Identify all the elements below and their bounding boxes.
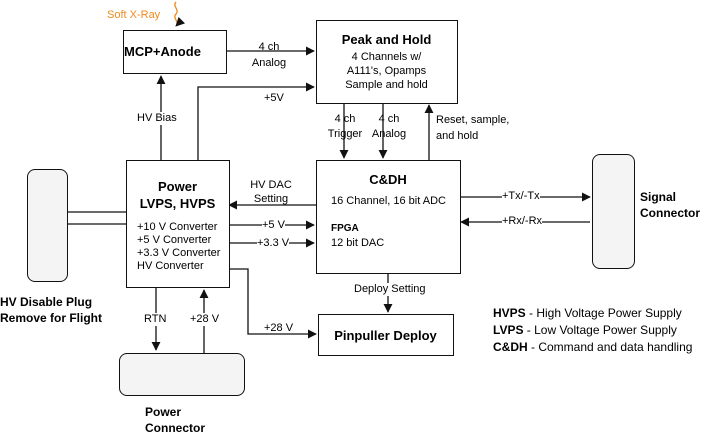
mcp-anode-box: MCP+Anode [123, 30, 227, 74]
legend-lvps-desc: - Low Voltage Power Supply [523, 323, 677, 337]
power-item-3-3v: +3.3 V Converter [137, 247, 221, 259]
peak-line-2: A111's, Opamps [346, 65, 427, 77]
peak-line-1: 4 Channels w/ [351, 51, 422, 63]
legend-cdh-key: C&DH [493, 340, 528, 354]
label-deploy-setting: Deploy Setting [354, 283, 426, 296]
label-analog-1: Analog [251, 57, 287, 69]
power-title-1: Power [157, 179, 197, 194]
label-4ch-analog-1: 4 ch [258, 41, 280, 53]
power-connector-label-2: Connector [145, 421, 205, 434]
power-connector [119, 353, 245, 396]
power-item-hv: HV Converter [137, 260, 204, 272]
label-plus28v-out: +28 V [264, 322, 294, 334]
hv-plug-label-1: HV Disable Plug [0, 295, 93, 309]
legend-hvps-desc: - High Voltage Power Supply [525, 306, 682, 320]
power-box: Power LVPS, HVPS +10 V Converter +5 V Co… [126, 160, 230, 288]
label-reset-2: and hold [436, 130, 479, 142]
signal-connector [592, 154, 635, 269]
signal-connector-label-2: Connector [640, 206, 700, 220]
cdh-box: C&DH 16 Channel, 16 bit ADC FPGA 12 bit … [316, 160, 461, 274]
label-trigger-1: 4 ch [334, 113, 356, 125]
label-plus5v-top: +5V [264, 92, 284, 104]
label-rx: +Rx/-Rx [502, 215, 543, 228]
power-item-5v: +5 V Converter [137, 234, 212, 246]
label-tx: +Tx/-Tx [502, 190, 540, 203]
cdh-fpga: FPGA [331, 223, 359, 234]
power-title-2: LVPS, HVPS [139, 196, 216, 211]
mcp-anode-title: MCP+Anode [124, 44, 201, 59]
label-reset-1: Reset, sample, [436, 114, 510, 126]
label-analog2-2: Analog [371, 128, 407, 140]
peak-line-3: Sample and hold [345, 79, 428, 91]
legend-cdh: C&DH - Command and data handling [493, 341, 692, 354]
label-plus5v-mid: +5 V [262, 219, 285, 232]
xray-label: Soft X-Ray [107, 9, 161, 21]
label-trigger-2: Trigger [327, 128, 363, 140]
power-item-10v: +10 V Converter [137, 221, 218, 233]
label-hvdac-2: Setting [253, 193, 289, 205]
plus28v-out-arrow [230, 268, 317, 339]
label-hv-bias: HV Bias [137, 112, 177, 125]
power-to-peak-5v-arrow [197, 82, 315, 160]
label-hvdac-1: HV DAC [250, 179, 292, 191]
legend-hvps: HVPS - High Voltage Power Supply [493, 307, 682, 320]
legend-cdh-desc: - Command and data handling [527, 340, 693, 354]
power-connector-label-1: Power [145, 405, 182, 419]
legend-lvps: LVPS - Low Voltage Power Supply [493, 324, 677, 337]
label-analog2-1: 4 ch [378, 113, 400, 125]
legend-lvps-key: LVPS [493, 323, 524, 337]
hv-disable-plug [27, 169, 68, 282]
pinpuller-deploy-title: Pinpuller Deploy [334, 328, 437, 343]
label-plus33v: +3.3 V [257, 237, 290, 250]
pinpuller-deploy-box: Pinpuller Deploy [318, 314, 454, 356]
peak-and-hold-title: Peak and Hold [341, 32, 432, 47]
cdh-adc: 16 Channel, 16 bit ADC [331, 195, 446, 207]
legend-hvps-key: HVPS [493, 306, 526, 320]
hv-plug-label-2: Remove for Flight [0, 311, 103, 325]
xray-squiggle-icon [174, 1, 186, 27]
peak-and-hold-box: Peak and Hold 4 Channels w/ A111's, Opam… [316, 20, 458, 104]
signal-connector-label-1: Signal [640, 190, 677, 204]
cdh-dac: 12 bit DAC [331, 237, 385, 249]
label-plus28v-in: +28 V [190, 313, 220, 326]
label-rtn: RTN [144, 313, 167, 326]
cdh-title: C&DH [369, 172, 407, 187]
